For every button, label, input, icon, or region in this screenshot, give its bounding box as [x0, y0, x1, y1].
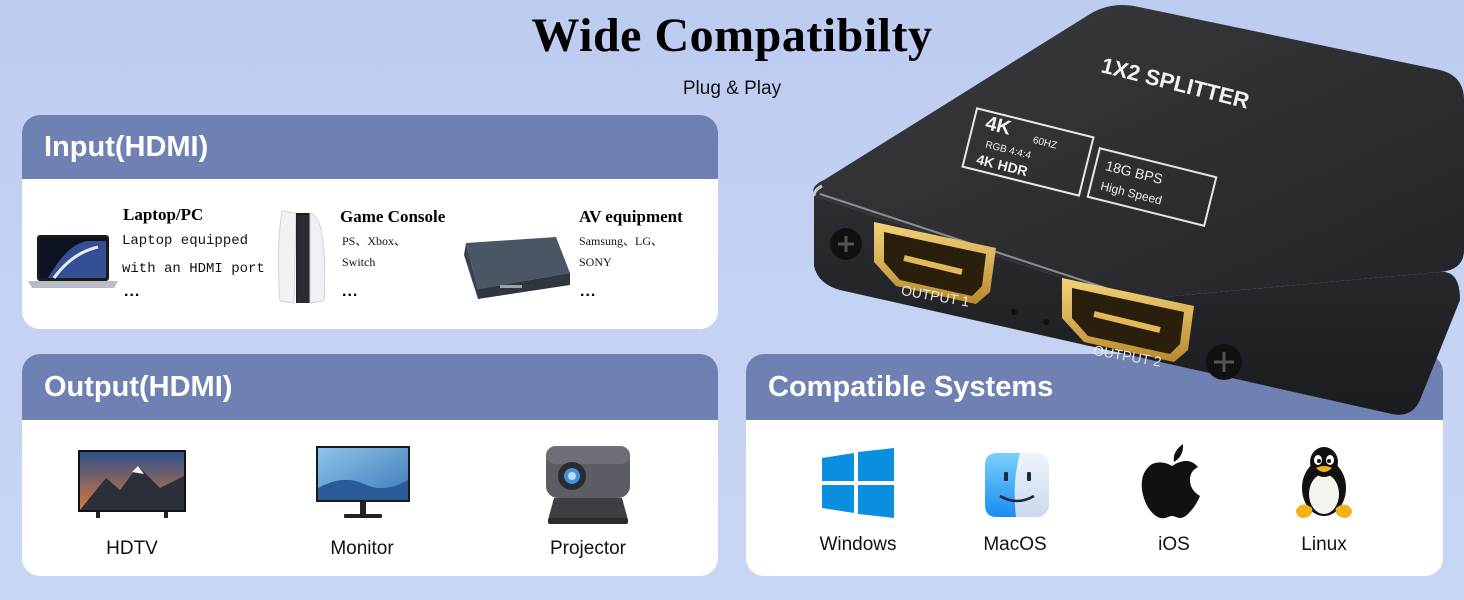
output-label-projector: Projector [549, 538, 627, 559]
av-equipment-icon [464, 237, 570, 299]
output-card: Output(HDMI) HDTV Monitor [22, 354, 718, 576]
windows-logo-icon [822, 448, 894, 518]
system-label-windows: Windows [819, 534, 897, 555]
output-label-monitor: Monitor [330, 538, 394, 559]
device-desc-laptop: Laptop equipped with an HDMI port [122, 233, 265, 277]
device-more-laptop: ... [124, 283, 141, 300]
device-name-console: Game Console [340, 207, 446, 226]
projector-icon [546, 446, 630, 524]
system-label-macos: MacOS [983, 534, 1047, 555]
device-desc-av: Samsung、LG、 SONY [579, 234, 664, 269]
input-heading: Input(HDMI) [22, 115, 718, 179]
page-subtitle: Plug & Play [682, 78, 782, 99]
linux-tux-icon [1296, 447, 1352, 518]
hdmi-splitter-product-image: 1X2 SPLITTER 4K 60HZ RGB 4:4:4 4K HDR 18… [812, 5, 1464, 415]
device-more-av: ... [580, 283, 597, 300]
device-desc-console: PS、Xbox、 Switch [342, 234, 407, 269]
system-label-ios: iOS [1158, 534, 1190, 555]
device-name-laptop: Laptop/PC [123, 205, 204, 224]
device-more-console: ... [342, 283, 359, 300]
tv-icon [78, 450, 186, 518]
output-label-hdtv: HDTV [106, 538, 158, 559]
output-heading: Output(HDMI) [22, 354, 718, 420]
input-card: Input(HDMI) Laptop/PC Laptop equipped wi… [22, 115, 718, 329]
game-console-icon [277, 210, 326, 304]
apple-logo-icon [1141, 444, 1200, 519]
macos-finder-icon [985, 453, 1049, 517]
system-label-linux: Linux [1301, 534, 1347, 555]
laptop-icon [28, 235, 118, 288]
monitor-icon [316, 446, 410, 518]
page-title: Wide Compatibilty [531, 9, 933, 62]
device-name-av: AV equipment [579, 207, 683, 226]
